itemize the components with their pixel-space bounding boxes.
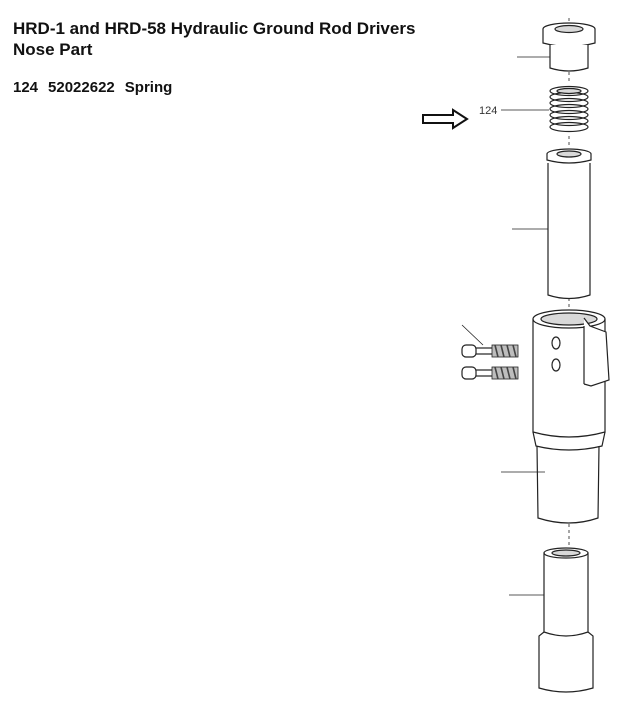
bolt-upper: [461, 344, 519, 358]
lower-sleeve: [509, 547, 594, 693]
part-name: Spring: [124, 79, 173, 96]
callout-label: 124: [479, 105, 497, 117]
top-bushing: [517, 22, 596, 72]
title-line-1: HRD-1 and HRD-58 Hydraulic Ground Rod Dr…: [13, 19, 416, 38]
nose-housing: [501, 309, 610, 524]
part-catalog-number: 52022622: [48, 79, 115, 96]
bolt-pair: [461, 324, 519, 380]
right-arrow-icon: [422, 108, 469, 130]
bolt-lower: [461, 366, 519, 380]
title-line-2: Nose Part: [13, 40, 93, 59]
part-number: 124: [13, 79, 39, 96]
page-title: HRD-1 and HRD-58 Hydraulic Ground Rod Dr…: [13, 18, 415, 60]
callout-124: 124: [479, 105, 549, 117]
upper-tube: [512, 148, 592, 300]
part-info: 124 52022622 Spring: [13, 79, 182, 96]
spring-part: [549, 85, 589, 133]
